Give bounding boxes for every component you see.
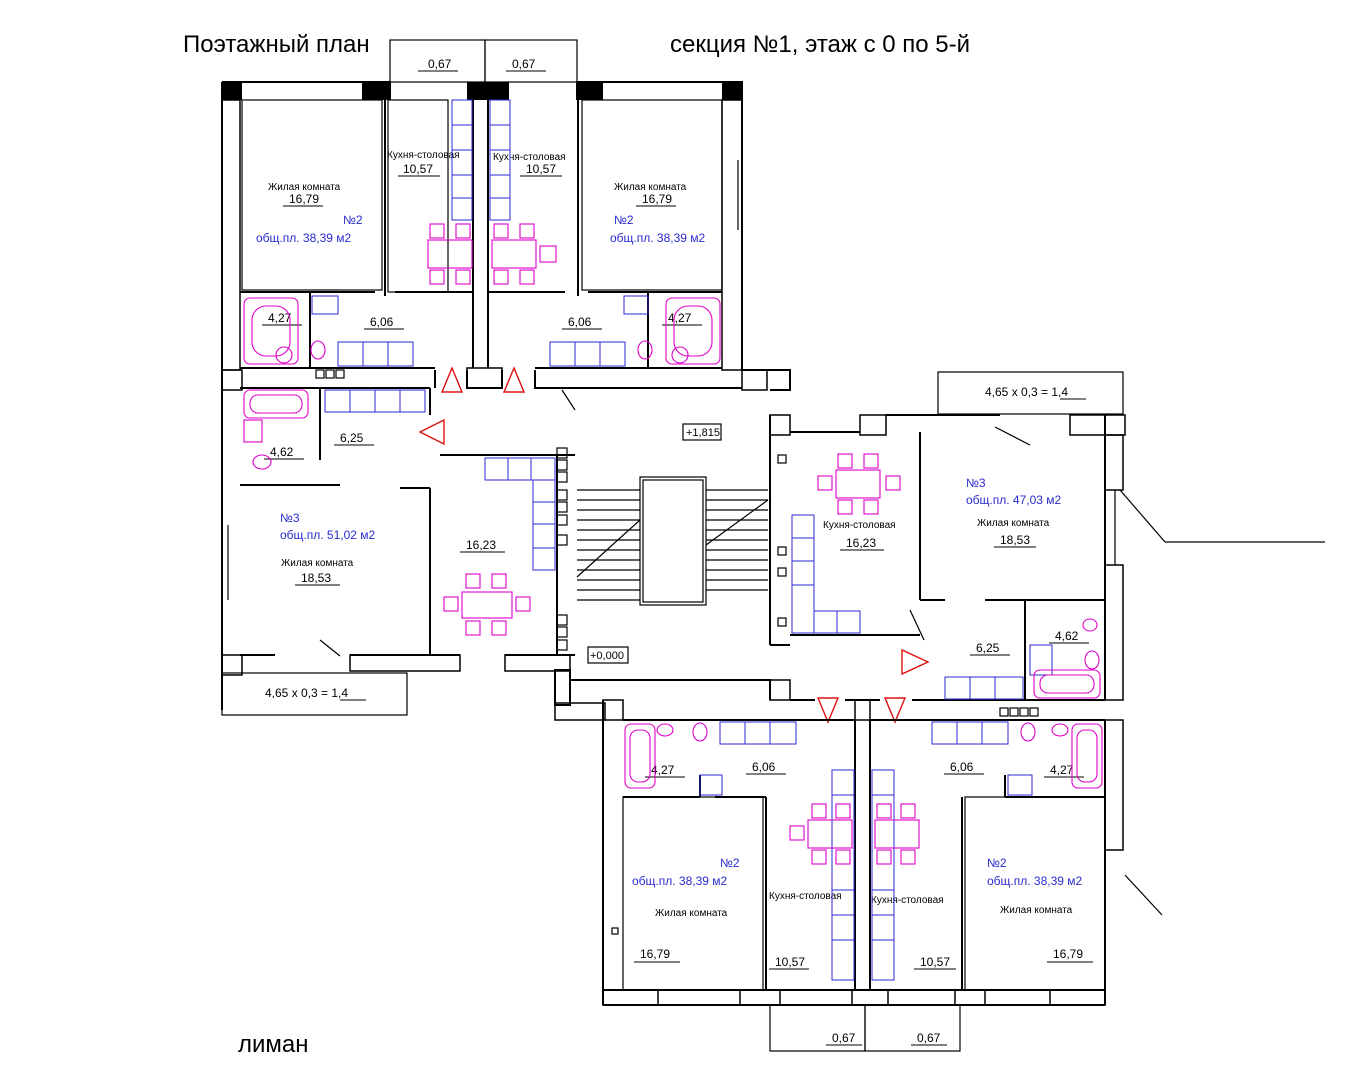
balcony-top-right: 0,67 [484, 39, 578, 83]
svg-text:6,25: 6,25 [976, 641, 1000, 655]
svg-text:общ.пл. 38,39 м2: общ.пл. 38,39 м2 [632, 874, 728, 888]
svg-text:общ.пл. 47,03 м2: общ.пл. 47,03 м2 [966, 493, 1062, 507]
svg-text:6,06: 6,06 [950, 760, 974, 774]
svg-text:общ.пл. 51,02 м2: общ.пл. 51,02 м2 [280, 528, 376, 542]
apartment-top-left: Жилая комната 16,79 №2 общ.пл. 38,39 м2 … [240, 99, 474, 369]
balcony-bottom-right: 0,67 [864, 1004, 961, 1052]
svg-text:№2: №2 [343, 213, 363, 227]
svg-text:Кухня-столовая: Кухня-столовая [769, 891, 842, 902]
apartment-right: 4,65 х 0,3 = 1,4 Кухня-столовая 16,23 №3… [769, 371, 1325, 717]
svg-text:№2: №2 [987, 856, 1007, 870]
apartment-left: 4,62 6,25 №3 общ.пл. 51,02 м2 Жилая комн… [221, 369, 575, 710]
svg-text:Жилая комната: Жилая комната [614, 182, 687, 193]
svg-text:4,62: 4,62 [270, 445, 294, 459]
apartment-bottom-left: 4,27 6,06 №2 общ.пл. 38,39 м2 Жилая комн… [622, 720, 856, 991]
svg-text:Жилая комната: Жилая комната [1000, 905, 1073, 916]
apartment-bottom-right: 4,27 6,06 №2 общ.пл. 38,39 м2 Жилая комн… [869, 720, 1106, 991]
svg-text:16,79: 16,79 [1053, 947, 1083, 961]
svg-text:16,79: 16,79 [289, 192, 319, 206]
liman-label: лиман [238, 1031, 309, 1058]
plan-title: Поэтажный план [183, 31, 370, 58]
svg-text:18,53: 18,53 [301, 571, 331, 585]
svg-text:общ.пл. 38,39 м2: общ.пл. 38,39 м2 [610, 231, 706, 245]
door-markers [418, 366, 930, 724]
level-upper: +1,815 [686, 427, 720, 439]
svg-text:Жилая комната: Жилая комната [268, 182, 341, 193]
svg-text:16,79: 16,79 [642, 192, 672, 206]
svg-text:№3: №3 [966, 476, 986, 490]
svg-text:18,53: 18,53 [1000, 533, 1030, 547]
svg-text:4,27: 4,27 [668, 311, 692, 325]
svg-text:16,23: 16,23 [846, 536, 876, 550]
svg-text:16,79: 16,79 [640, 947, 670, 961]
level-ground: +0,000 [590, 650, 624, 662]
svg-text:0,67: 0,67 [428, 57, 452, 71]
section-title: секция №1, этаж с 0 по 5-й [670, 31, 970, 58]
svg-text:Кухня-столовая: Кухня-столовая [387, 150, 460, 161]
svg-text:общ.пл. 38,39 м2: общ.пл. 38,39 м2 [256, 231, 352, 245]
balcony-top-left: 0,67 [389, 39, 486, 83]
svg-text:6,25: 6,25 [340, 431, 364, 445]
svg-text:общ.пл. 38,39 м2: общ.пл. 38,39 м2 [987, 874, 1083, 888]
svg-text:Жилая комната: Жилая комната [655, 908, 728, 919]
svg-text:6,06: 6,06 [752, 760, 776, 774]
svg-text:№2: №2 [614, 213, 634, 227]
svg-text:Кухня-столовая: Кухня-столовая [871, 895, 944, 906]
svg-text:16,23: 16,23 [466, 538, 496, 552]
svg-text:Жилая комната: Жилая комната [281, 558, 354, 569]
balcony-left: 4,65 х 0,3 = 1,4 [221, 672, 408, 716]
svg-text:0,67: 0,67 [512, 57, 536, 71]
svg-text:Кухня-столовая: Кухня-столовая [823, 520, 896, 531]
balcony-bottom-left: 0,67 [769, 1004, 866, 1052]
svg-text:№2: №2 [720, 856, 740, 870]
svg-text:4,65 х 0,3 = 1,4: 4,65 х 0,3 = 1,4 [265, 686, 348, 700]
svg-text:6,06: 6,06 [568, 315, 592, 329]
svg-text:Кухня-столовая: Кухня-столовая [493, 152, 566, 163]
svg-text:10,57: 10,57 [920, 955, 950, 969]
stair-hall: +1,815 +0,000 [434, 367, 930, 721]
svg-text:10,57: 10,57 [526, 162, 556, 176]
svg-text:4,27: 4,27 [1050, 763, 1074, 777]
svg-text:0,67: 0,67 [917, 1031, 941, 1045]
svg-text:4,27: 4,27 [651, 763, 675, 777]
svg-text:4,27: 4,27 [268, 311, 292, 325]
balcony-right-label: 4,65 х 0,3 = 1,4 [985, 385, 1068, 399]
svg-text:6,06: 6,06 [370, 315, 394, 329]
svg-text:4,62: 4,62 [1055, 629, 1079, 643]
apartment-top-right: Жилая комната 16,79 №2 общ.пл. 38,39 м2 … [487, 99, 723, 369]
svg-text:№3: №3 [280, 511, 300, 525]
top-block-walls [221, 81, 743, 690]
svg-text:Жилая комната: Жилая комната [977, 518, 1050, 529]
svg-text:10,57: 10,57 [775, 955, 805, 969]
svg-text:10,57: 10,57 [403, 162, 433, 176]
svg-text:0,67: 0,67 [832, 1031, 856, 1045]
